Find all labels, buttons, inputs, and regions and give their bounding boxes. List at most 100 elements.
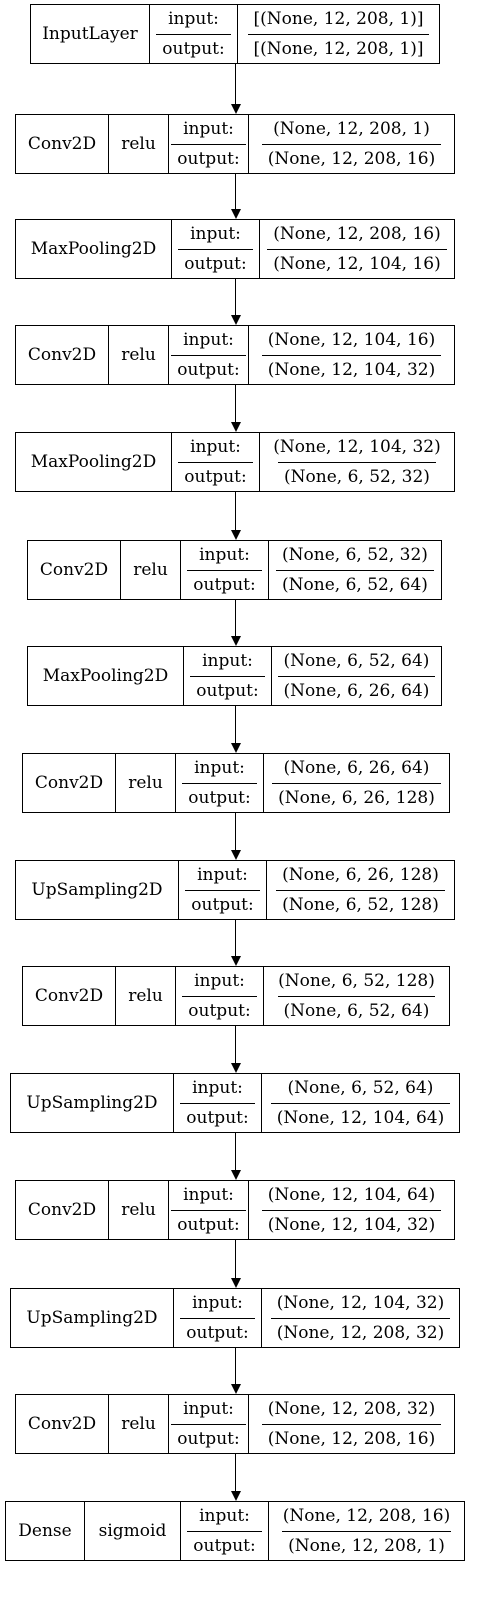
output-label: output: <box>156 33 231 64</box>
input-label: input: <box>190 437 241 458</box>
connector-line <box>235 1026 236 1063</box>
output-shape: [(None, 12, 208, 1)] <box>247 33 430 64</box>
layer-activation: relu <box>115 967 175 1025</box>
input-shape: (None, 12, 208, 16) <box>282 1506 451 1527</box>
connector-line <box>235 1348 236 1384</box>
io-labels: input:output: <box>173 1289 261 1347</box>
input-label: input: <box>199 1506 250 1527</box>
output-label: output: <box>171 143 246 174</box>
layer-type: Conv2D <box>34 986 104 1006</box>
layer-type: Conv2D <box>34 773 104 793</box>
input-shape: (None, 12, 208, 16) <box>273 224 441 245</box>
input-shape: (None, 6, 26, 64) <box>283 758 430 779</box>
connector-line <box>235 174 236 209</box>
output-shape: (None, 12, 104, 32) <box>261 354 442 385</box>
io-labels: input: output: <box>178 861 266 919</box>
output-label: output: <box>182 995 257 1026</box>
layer-type: MaxPooling2D <box>30 452 157 472</box>
arrowhead-icon <box>230 104 241 114</box>
input-shape: (None, 12, 208, 32) <box>267 1399 436 1420</box>
layer-type: Conv2D <box>27 345 97 365</box>
layer-type: UpSampling2D <box>31 880 163 900</box>
output-shape: (None, 12, 104, 16) <box>267 248 447 279</box>
output-label: output: <box>171 354 246 385</box>
input-label: input: <box>183 1399 234 1420</box>
io-labels: input:output: <box>173 1074 261 1132</box>
io-labels: input:output: <box>171 220 259 278</box>
input-label: input: <box>183 330 234 351</box>
arrowhead-icon <box>230 956 241 966</box>
input-shape: (None, 6, 26, 128) <box>282 865 439 886</box>
input-label: input: <box>183 1185 234 1206</box>
arrowhead-icon <box>230 1063 241 1073</box>
layer-type: UpSampling2D <box>26 1093 158 1113</box>
arrowhead-icon <box>230 422 241 432</box>
connector-line <box>235 64 236 104</box>
io-shapes: (None, 6, 52, 64)(None, 6, 26, 64) <box>271 647 441 705</box>
output-label: output: <box>182 782 257 813</box>
input-shape: (None, 12, 104, 64) <box>267 1185 436 1206</box>
io-shapes: [(None, 12, 208, 1)][(None, 12, 208, 1)] <box>237 5 439 63</box>
input-label: input: <box>199 545 250 566</box>
arrowhead-icon <box>230 209 241 219</box>
input-label: input: <box>168 9 219 30</box>
input-shape: (None, 6, 52, 32) <box>282 545 428 566</box>
output-label: output: <box>187 569 262 600</box>
io-labels: input: output: <box>168 1181 248 1239</box>
io-shapes: (None, 6, 52, 64)(None, 12, 104, 64) <box>261 1074 459 1132</box>
io-shapes: (None, 12, 208, 1)(None, 12, 208, 16) <box>248 115 454 173</box>
output-label: output: <box>180 1317 255 1348</box>
output-shape: (None, 12, 104, 32) <box>261 1209 442 1240</box>
input-label: input: <box>197 865 248 886</box>
io-shapes: (None, 12, 104, 32)(None, 12, 208, 32) <box>261 1289 459 1347</box>
connector-line <box>235 279 236 315</box>
io-shapes: (None, 12, 208, 32) (None, 12, 208, 16) <box>248 1395 454 1453</box>
input-shape: (None, 6, 52, 64) <box>287 1078 434 1099</box>
io-shapes: (None, 6, 52, 32) (None, 6, 52, 64) <box>268 541 441 599</box>
output-label: output: <box>171 1209 246 1240</box>
layer-activation: relu <box>115 754 175 812</box>
connector-line <box>235 1133 236 1170</box>
io-shapes: (None, 6, 26, 64)(None, 6, 26, 128) <box>263 754 449 812</box>
output-shape: (None, 12, 208, 32) <box>270 1317 451 1348</box>
layer-activation: relu <box>120 541 180 599</box>
io-shapes: (None, 12, 104, 16)(None, 12, 104, 32) <box>248 326 454 384</box>
layer-type: Conv2D <box>27 134 97 154</box>
output-label: output: <box>185 889 260 920</box>
layer-node: MaxPooling2D input: output: (None, 12, 104,… <box>15 432 455 492</box>
input-shape: (None, 12, 104, 32) <box>273 437 441 458</box>
io-shapes: (None, 12, 208, 16) (None, 12, 104, 16) <box>259 220 454 278</box>
io-labels: input:output: <box>168 115 248 173</box>
io-labels: input:output: <box>175 967 263 1025</box>
connector-line <box>235 1454 236 1491</box>
output-shape: (None, 12, 208, 16) <box>261 1423 442 1454</box>
connector-line <box>235 385 236 422</box>
arrowhead-icon <box>230 530 241 540</box>
io-shapes: (None, 12, 104, 64) (None, 12, 104, 32) <box>248 1181 454 1239</box>
io-shapes: (None, 6, 26, 128)(None, 6, 52, 128) <box>266 861 454 919</box>
input-label: input: <box>192 1078 243 1099</box>
output-shape: (None, 6, 52, 64) <box>276 569 434 600</box>
layer-type: Dense <box>18 1521 72 1541</box>
arrowhead-icon <box>230 636 241 646</box>
input-label: input: <box>202 651 253 672</box>
io-labels: input:output: <box>175 754 263 812</box>
connector-line <box>235 600 236 636</box>
io-labels: input: output: <box>180 541 268 599</box>
output-label: output: <box>178 461 253 492</box>
io-shapes: (None, 6, 52, 128)(None, 6, 52, 64) <box>263 967 449 1025</box>
connector-line <box>235 813 236 850</box>
